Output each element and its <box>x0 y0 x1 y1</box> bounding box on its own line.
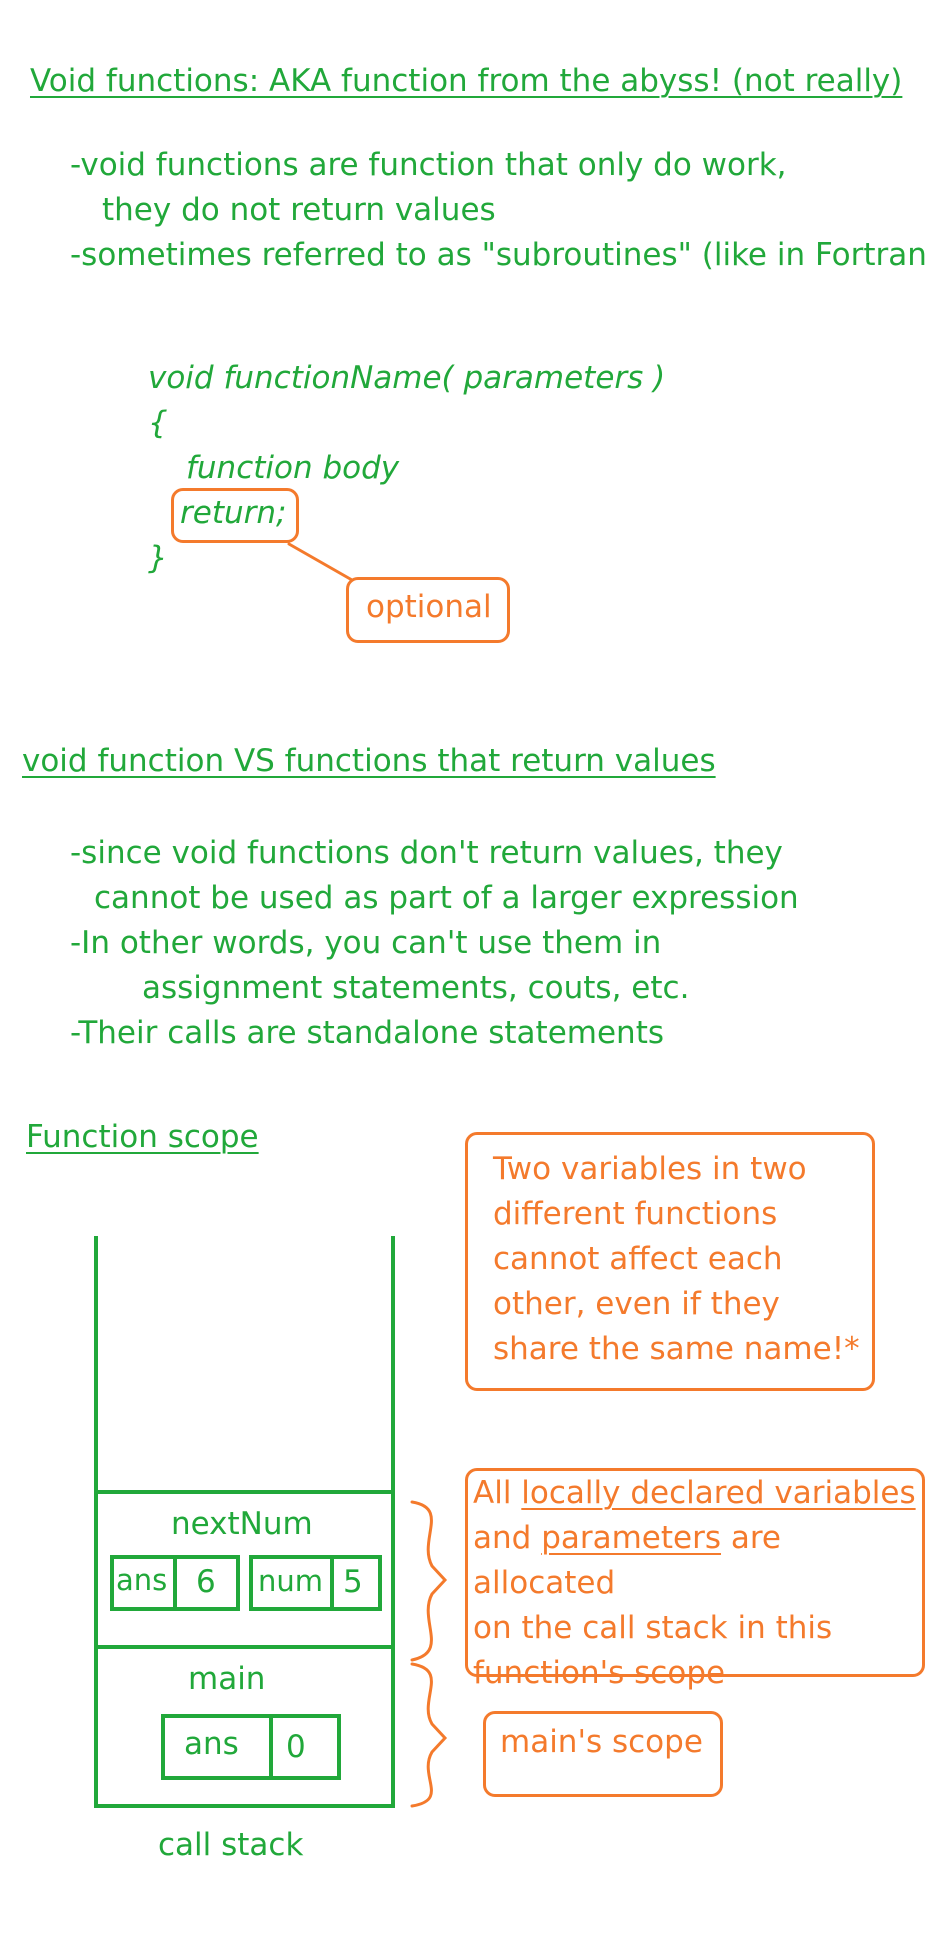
code-open-brace: { <box>148 405 168 441</box>
note-main-scope <box>483 1711 723 1797</box>
section1-bullet-1-cont: they do not return values <box>102 192 496 228</box>
note-mid-line-1: All locally declared variables <box>473 1475 916 1511</box>
section2-bullet-2: -In other words, you can't use them in <box>70 925 662 961</box>
note-mid-line-2: and parameters are allocated <box>473 1520 781 1601</box>
var-ans-main-name: ans <box>184 1726 239 1762</box>
var-ans-main-value: 0 <box>286 1729 306 1765</box>
var-num-value: 5 <box>343 1564 363 1600</box>
note-main-scope-text: main's scope <box>500 1724 703 1760</box>
locally-declared-emphasis: locally declared variables <box>521 1475 916 1511</box>
parameters-emphasis: parameters <box>541 1520 721 1556</box>
call-stack-caption: call stack <box>158 1827 304 1863</box>
code-signature: void functionName( parameters ) <box>148 360 666 396</box>
section2-bullet-3: -Their calls are standalone statements <box>70 1015 664 1051</box>
code-body: function body <box>186 450 400 486</box>
section2-heading: void function VS functions that return v… <box>22 743 716 779</box>
section2-bullet-2-cont: assignment statements, couts, etc. <box>142 970 690 1006</box>
code-return: return; <box>180 495 287 531</box>
note-top-line-1: Two variables in two <box>493 1151 807 1187</box>
note-top-line-2: different functions <box>493 1196 778 1232</box>
var-box-num <box>249 1555 382 1611</box>
note-top-line-3: cannot affect each <box>493 1241 783 1277</box>
note-top-line-5: share the same name!* <box>493 1331 860 1367</box>
note-local-variables-text: All locally declared variables and param… <box>473 1471 928 1696</box>
note-variables-independent <box>465 1132 875 1391</box>
section1-heading: Void functions: AKA function from the ab… <box>30 63 903 99</box>
return-highlight <box>171 488 299 543</box>
frame-nextnum-label: nextNum <box>171 1506 313 1542</box>
optional-callout-label: optional <box>366 589 492 625</box>
var-ans-next-value: 6 <box>196 1564 216 1600</box>
section2-bullet-1-cont: cannot be used as part of a larger expre… <box>94 880 799 916</box>
optional-callout <box>346 577 510 643</box>
section2-bullet-1: -since void functions don't return value… <box>70 835 783 871</box>
brace-nextnum <box>410 1500 448 1662</box>
section3-heading: Function scope <box>26 1119 259 1155</box>
frame-main-label: main <box>188 1661 266 1697</box>
brace-main <box>410 1662 448 1808</box>
note-local-variables <box>465 1468 925 1677</box>
note-mid-line-4: function's scope <box>473 1655 726 1691</box>
var-ans-next-name: ans <box>116 1563 168 1597</box>
var-box-ans-main <box>161 1714 341 1780</box>
section1-bullet-1: -void functions are function that only d… <box>70 147 787 183</box>
callout-connector <box>287 542 354 582</box>
var-num-name: num <box>258 1564 324 1598</box>
section1-bullet-2: -sometimes referred to as "subroutines" … <box>70 237 928 273</box>
note-variables-independent-text: Two variables in two different functions… <box>493 1147 860 1372</box>
note-top-line-4: other, even if they <box>493 1286 780 1322</box>
note-mid-line-3: on the call stack in this <box>473 1610 833 1646</box>
code-close-brace: } <box>148 540 168 576</box>
